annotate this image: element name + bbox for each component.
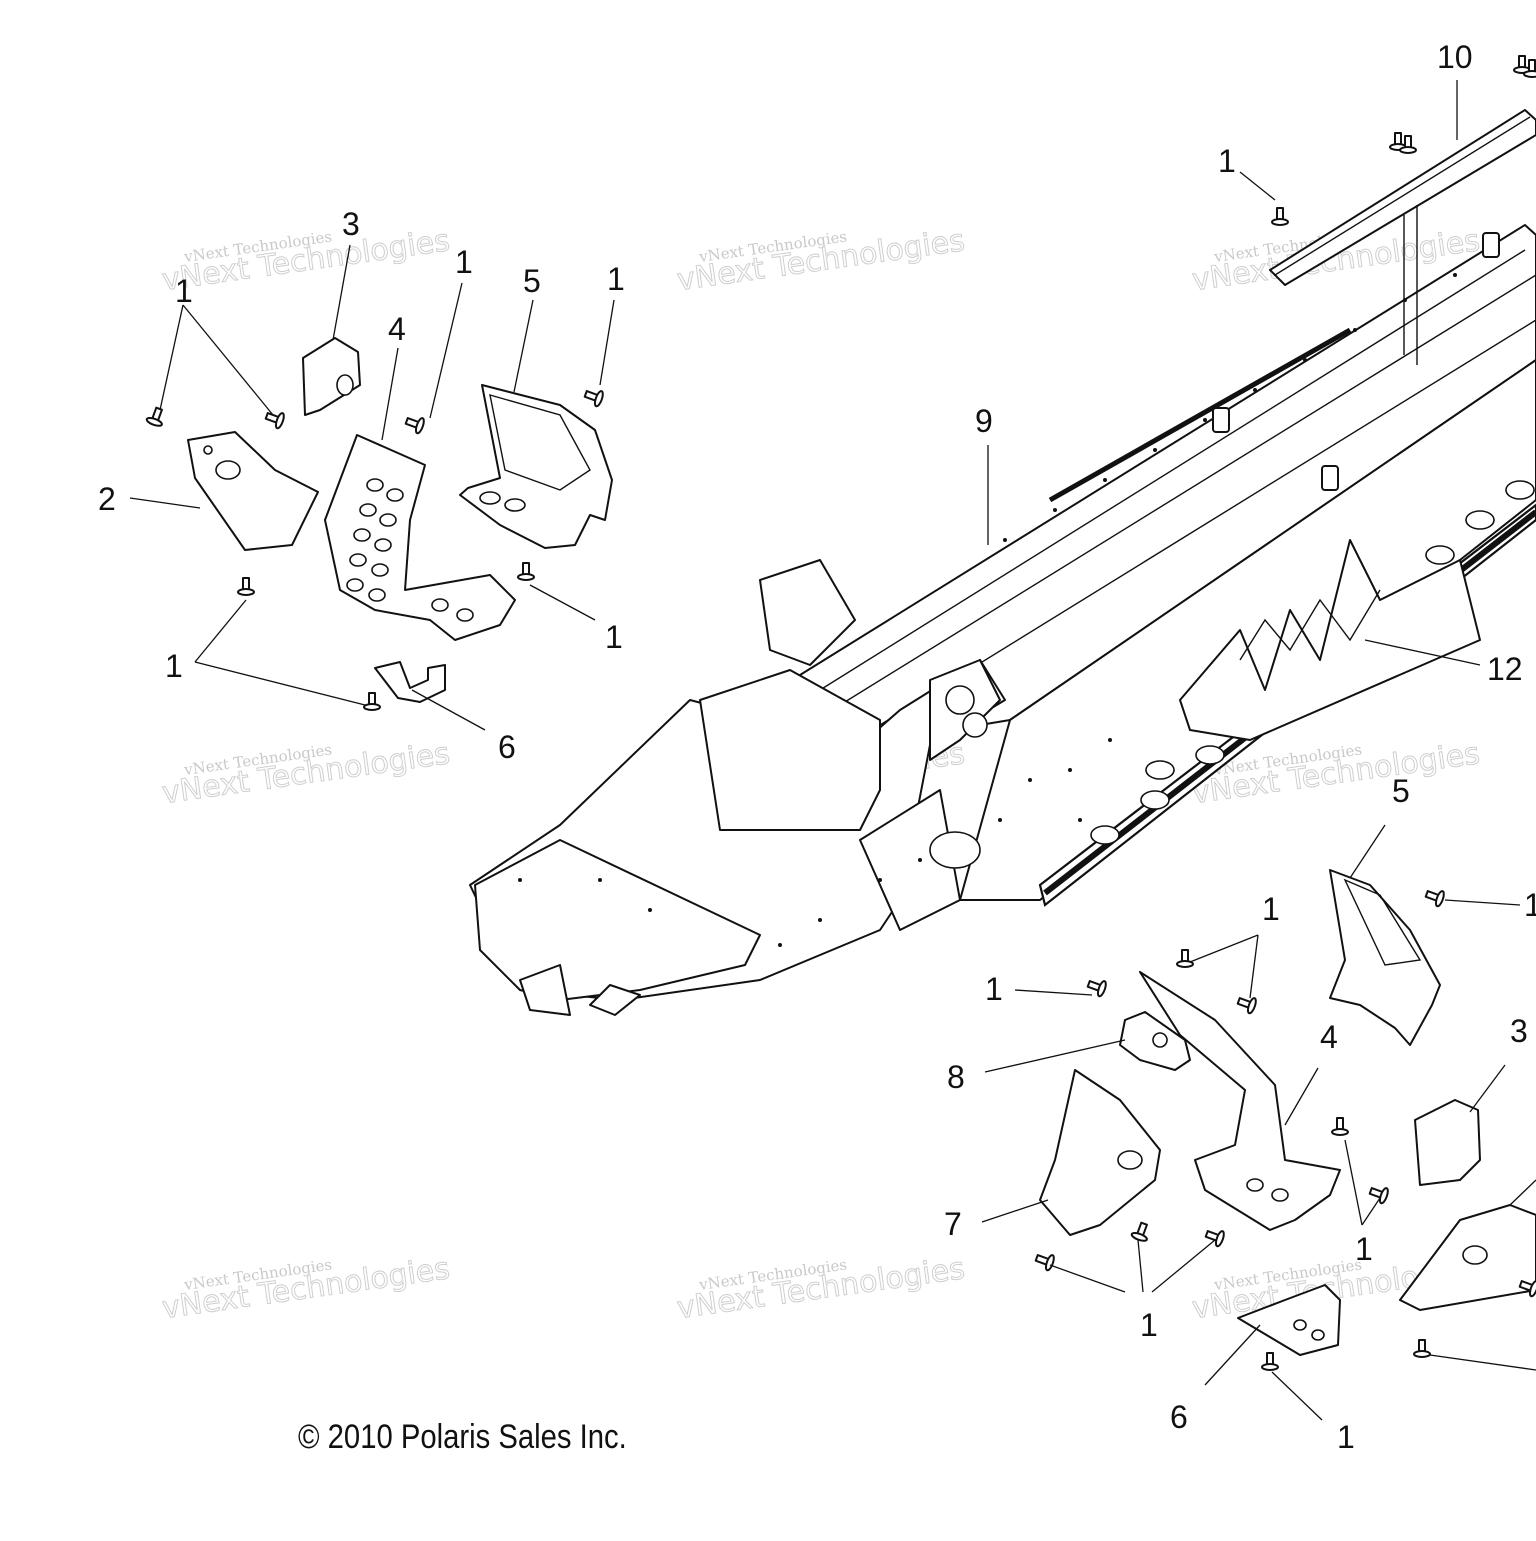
plate-part-2-right: [1399, 1204, 1536, 1311]
callout-1: 1: [175, 273, 193, 309]
callout-10: 10: [1437, 39, 1473, 75]
callout-5: 5: [1392, 773, 1410, 809]
bracket-part-5-top: [459, 384, 613, 549]
chassis-tunnel-part-9: [469, 224, 1536, 1016]
copyright-text: © 2010 Polaris Sales Inc.: [298, 1418, 627, 1456]
callout-1: 1: [1524, 887, 1536, 923]
tunnel-holes: [1090, 480, 1535, 845]
callout-1: 1: [165, 648, 183, 684]
bracket-part-5-right: [1329, 869, 1441, 1046]
callout-4: 4: [1320, 1019, 1338, 1055]
callout-5: 5: [523, 263, 541, 299]
callout-1: 1: [1140, 1307, 1158, 1343]
rail-part-10: [1269, 109, 1536, 365]
bracket-part-3-top: [302, 337, 361, 416]
callout-8: 8: [947, 1059, 965, 1095]
callout-1: 1: [1262, 891, 1280, 927]
bracket-part-6-top: [374, 661, 446, 703]
callout-1: 1: [1218, 143, 1236, 179]
callout-1: 1: [1337, 1419, 1355, 1455]
callout-12: 12: [1487, 651, 1523, 687]
deck-posts: [1212, 232, 1500, 491]
block-part-8: [1119, 1011, 1191, 1071]
chassis-rivet-dots: [518, 273, 1457, 947]
rivets-part-1: [145, 55, 1536, 1371]
callout-1: 1: [455, 244, 473, 280]
footrest-holes: [346, 478, 474, 622]
callout-2: 2: [98, 481, 116, 517]
callout-6: 6: [1170, 1399, 1188, 1435]
callout-1: 1: [607, 261, 625, 297]
footrest-part-4-top: [324, 434, 516, 641]
callout-3: 3: [342, 206, 360, 242]
callout-7: 7: [944, 1206, 962, 1242]
callout-9: 9: [975, 403, 993, 439]
callout-3: 3: [1510, 1013, 1528, 1049]
bracket-part-6-bottom: [1237, 1284, 1341, 1356]
leader-lines: [129, 80, 1536, 1421]
bracket-part-3-right: [1414, 1099, 1481, 1186]
footrest-part-4-bottom: [1139, 971, 1341, 1231]
plate-part-2: [187, 431, 319, 551]
callout-1: 1: [1355, 1231, 1373, 1267]
callout-6: 6: [498, 729, 516, 765]
callout-labels: 10 1 3 1 4 1 5 1 2 1 1 6 9 12 5 1 1 1 4 …: [98, 39, 1536, 1455]
callout-1: 1: [985, 971, 1003, 1007]
callout-4: 4: [388, 311, 406, 347]
plate-part-7: [1039, 1069, 1161, 1236]
callout-1: 1: [605, 619, 623, 655]
